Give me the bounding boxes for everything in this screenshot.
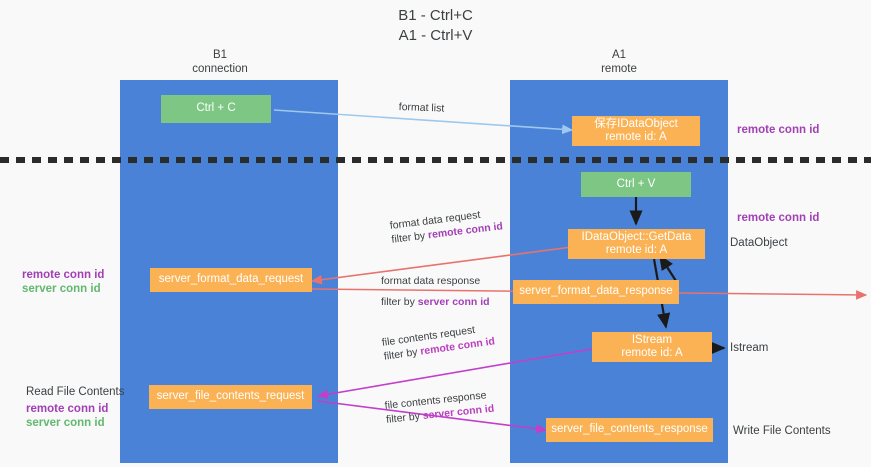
node-ctrl-c-label: Ctrl + C <box>196 102 236 115</box>
left-label-remote-conn-id-1: remote conn id <box>22 269 105 281</box>
filter-id-server-conn: server conn id <box>417 296 490 308</box>
node-server-file-contents-request-label: server_file_contents_request <box>156 390 305 403</box>
edge-label-format-list-text: format list <box>398 100 445 115</box>
node-server-format-data-response-label: server_format_data_response <box>519 285 673 298</box>
left-label-read-file-contents: Read File Contents <box>26 386 125 398</box>
edge-label-format-data-response-line2: filter by server conn id <box>381 295 490 309</box>
column-left-name: B1 <box>212 49 228 61</box>
node-server-file-contents-response-label: server_file_contents_response <box>551 423 708 436</box>
filter-prefix-4: filter by <box>385 410 424 426</box>
node-server-format-data-response[interactable]: server_format_data_response <box>513 280 679 304</box>
column-header-left: B1 connection <box>150 48 290 76</box>
node-ctrl-v-label: Ctrl + V <box>616 177 656 190</box>
filter-prefix-3: filter by <box>383 345 422 363</box>
edge-label-file-contents-response: file contents response filter by server … <box>384 388 495 427</box>
right-label-write-file-contents: Write File Contents <box>733 425 831 437</box>
node-save-idataobject-line1: 保存IDataObject <box>594 117 678 130</box>
column-left-role: connection <box>192 63 248 75</box>
left-label-server-conn-id-2: server conn id <box>26 417 105 429</box>
node-ctrl-c[interactable]: Ctrl + C <box>161 95 271 123</box>
node-ctrl-v[interactable]: Ctrl + V <box>581 172 691 197</box>
diagram-title: B1 - Ctrl+C A1 - Ctrl+V <box>0 6 871 46</box>
column-right-name: A1 <box>611 49 627 61</box>
right-label-remote-conn-id-top: remote conn id <box>737 124 820 136</box>
column-header-right: A1 remote <box>549 48 689 76</box>
node-server-file-contents-response[interactable]: server_file_contents_response <box>546 418 713 442</box>
left-label-server-conn-id-1: server conn id <box>22 283 101 295</box>
filter-prefix-2: filter by <box>381 296 418 308</box>
right-label-dataobject: DataObject <box>730 237 788 249</box>
title-line-1: B1 - Ctrl+C <box>398 7 473 24</box>
edge-label-format-list: format list <box>399 100 445 116</box>
edge-label-format-data-response-line1: format data response <box>381 275 481 287</box>
node-istream-line2: remote id: A <box>621 347 683 359</box>
edge-label-format-data-request: format data request filter by remote con… <box>389 205 504 246</box>
node-getdata-line2: remote id: A <box>605 244 668 256</box>
node-istream-line1: IStream <box>631 333 673 346</box>
node-server-file-contents-request[interactable]: server_file_contents_request <box>149 385 312 409</box>
left-label-remote-conn-id-2: remote conn id <box>26 403 109 415</box>
edge-label-file-contents-request: file contents request filter by remote c… <box>381 320 496 363</box>
node-save-idataobject-line2: remote id: A <box>605 131 667 143</box>
node-save-idataobject[interactable]: 保存IDataObject remote id: A <box>572 116 700 146</box>
filter-prefix: filter by <box>390 229 429 246</box>
title-line-2: A1 - Ctrl+V <box>398 27 473 44</box>
column-right-role: remote <box>601 63 637 75</box>
right-label-istream: Istream <box>730 342 769 354</box>
node-istream[interactable]: IStream remote id: A <box>592 332 712 362</box>
right-label-remote-conn-id-mid: remote conn id <box>737 212 820 224</box>
node-getdata-line1: IDataObject::GetData <box>581 230 692 243</box>
node-idataobject-getdata[interactable]: IDataObject::GetData remote id: A <box>568 229 705 259</box>
edge-label-format-data-response: format data response filter by server co… <box>381 274 490 309</box>
node-server-format-data-request-label: server_format_data_request <box>158 273 304 286</box>
node-server-format-data-request[interactable]: server_format_data_request <box>150 268 312 292</box>
